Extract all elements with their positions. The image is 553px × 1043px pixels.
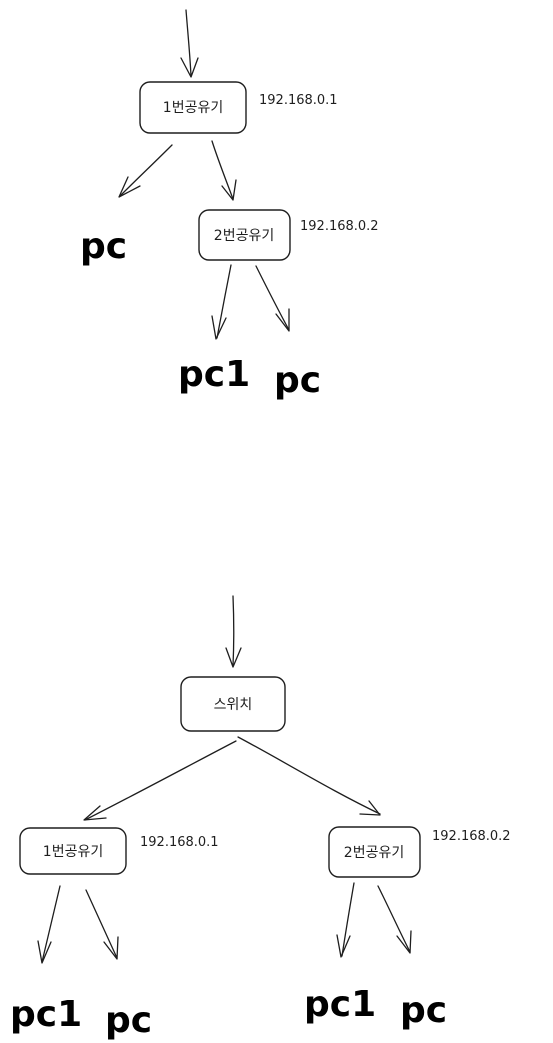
d2-router1-node[interactable]: 1번공유기	[19, 827, 127, 875]
arrow-d2-router2-to-pc1	[336, 882, 355, 958]
arrow-in-router1	[180, 9, 199, 78]
d2-router2-ip: 192.168.0.2	[432, 829, 511, 844]
diagram-2: 스위치 1번공유기 192.168.0.1 2번공유기 192.168.0.2	[10, 595, 511, 1041]
arrow-router1-to-router2	[211, 140, 237, 201]
d2-router2-node[interactable]: 2번공유기	[328, 826, 421, 878]
arrow-router2-to-pc1	[211, 264, 232, 340]
arrow-d2-router1-to-pc1	[37, 885, 61, 964]
router1-node[interactable]: 1번공유기	[139, 81, 247, 134]
router1-label: 1번공유기	[163, 100, 223, 116]
d2-r2-pc1-label: pc1	[304, 984, 376, 1025]
switch-label: 스위치	[214, 697, 253, 713]
arrow-router2-to-pc	[255, 265, 290, 332]
d2-router1-ip: 192.168.0.1	[140, 835, 219, 850]
d2-r2-pc-label: pc	[400, 990, 447, 1031]
diagram-1: 1번공유기 192.168.0.1 pc 2번공유기 192.168.0.2	[80, 9, 379, 401]
pc-right-label: pc	[274, 360, 321, 401]
d2-r1-pc1-label: pc1	[10, 994, 82, 1035]
router1-ip: 192.168.0.1	[259, 93, 338, 108]
switch-node[interactable]: 스위치	[180, 676, 286, 732]
router2-node[interactable]: 2번공유기	[198, 209, 291, 261]
d2-router2-label: 2번공유기	[344, 845, 404, 861]
d2-router1-label: 1번공유기	[43, 844, 103, 860]
arrow-d2-router1-to-pc	[85, 889, 119, 960]
pc-left-label: pc	[80, 226, 127, 267]
router2-label: 2번공유기	[214, 228, 274, 244]
pc1-label: pc1	[178, 354, 250, 395]
router2-ip: 192.168.0.2	[300, 219, 379, 234]
arrow-router1-to-pc	[118, 144, 173, 198]
d2-r1-pc-label: pc	[105, 1000, 152, 1041]
arrow-in-switch	[225, 595, 242, 668]
arrow-switch-to-router1	[83, 740, 237, 821]
arrow-switch-to-router2	[237, 736, 381, 816]
arrow-d2-router2-to-pc	[377, 885, 412, 954]
